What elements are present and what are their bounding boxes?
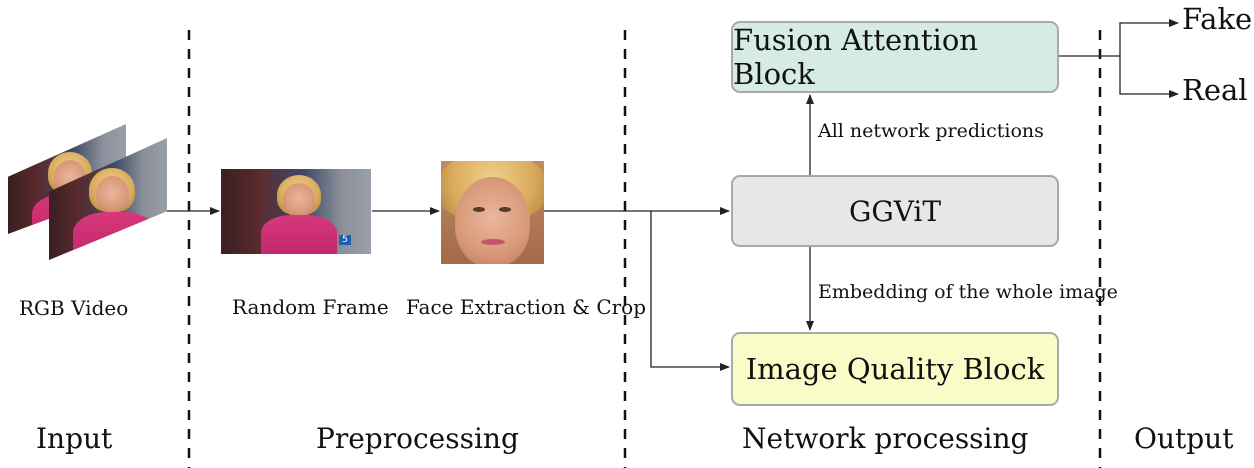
arrow-face-to-image-quality [650,211,730,371]
output-fake-label: Fake [1182,2,1253,36]
ggvit-block-label: GGViT [848,194,942,228]
arrow-to-fake [1119,19,1179,56]
section-input: Input [36,422,113,455]
ggvit-block: GGViT [731,175,1059,247]
fusion-attention-block-label: Fusion Attention Block [733,23,978,91]
all-predictions-label: All network predictions [818,120,1044,142]
rgb-video-label: RGB Video [19,296,129,320]
random-frame-image: 5 [221,169,371,254]
image-quality-block: Image Quality Block [731,332,1059,406]
section-network-processing: Network processing [742,422,1029,455]
random-frame-label: Random Frame [232,295,389,319]
image-quality-block-label: Image Quality Block [745,352,1045,386]
fusion-attention-block: Fusion Attention Block [731,21,1059,93]
output-real-label: Real [1182,73,1248,107]
embedding-label: Embedding of the whole image [818,281,1118,303]
section-preprocessing: Preprocessing [316,422,519,455]
channel-logo-icon: 5 [339,235,351,245]
section-output: Output [1134,422,1234,455]
face-crop-image [441,161,544,264]
arrow-to-real [1119,56,1179,98]
face-extraction-label: Face Extraction & Crop [406,295,647,319]
